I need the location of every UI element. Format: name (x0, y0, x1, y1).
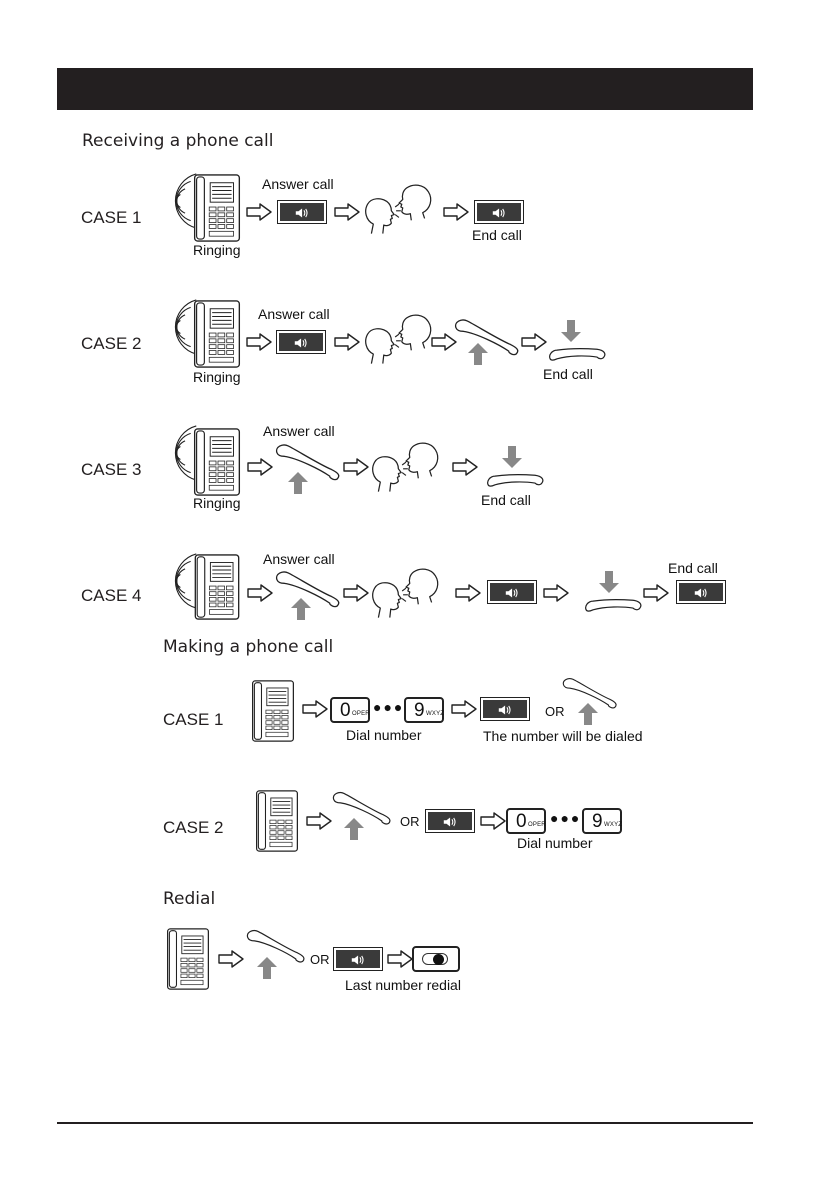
arrow-right-icon (306, 812, 332, 830)
talking-heads-icon (360, 178, 436, 236)
arrow-right-icon (443, 203, 469, 221)
arrow-right-icon (387, 950, 413, 968)
speaker-button-icon (276, 330, 326, 354)
speaker-button-icon (676, 580, 726, 604)
speaker-button-icon (480, 697, 530, 721)
up-arrow-icon (468, 343, 488, 365)
arrow-right-icon (246, 333, 272, 351)
answer-call-label: Answer call (262, 176, 334, 192)
up-arrow-icon (288, 472, 308, 494)
case-label: CASE 1 (81, 208, 142, 227)
talking-heads-icon (360, 308, 436, 366)
up-arrow-icon (257, 957, 277, 979)
phone-icon (192, 428, 242, 496)
phone-icon (252, 790, 302, 852)
arrow-right-icon (452, 458, 478, 476)
arrow-right-icon (246, 203, 272, 221)
arrow-right-icon (343, 584, 369, 602)
phone-icon (192, 174, 242, 242)
section-title-receiving: Receiving a phone call (82, 131, 274, 151)
case-label: CASE 1 (163, 710, 224, 729)
arrow-right-icon (302, 700, 328, 718)
redial-button-icon (412, 946, 460, 972)
handset-icon (544, 338, 610, 364)
speaker-button-icon (277, 200, 327, 224)
or-label: OR (545, 704, 565, 719)
end-call-label: End call (472, 227, 522, 243)
up-arrow-icon (344, 818, 364, 840)
arrow-right-icon (218, 950, 244, 968)
last-number-redial-label: Last number redial (345, 977, 461, 993)
case-label: CASE 2 (81, 334, 142, 353)
arrow-right-icon (343, 458, 369, 476)
end-call-label: End call (668, 560, 718, 576)
answer-call-label: Answer call (263, 423, 335, 439)
speaker-button-icon (425, 809, 475, 833)
section-title-redial: Redial (163, 889, 216, 909)
answer-call-label: Answer call (258, 306, 330, 322)
dial-number-label: Dial number (517, 835, 593, 851)
phone-icon (192, 300, 242, 368)
arrow-right-icon (480, 812, 506, 830)
header-bar (57, 68, 753, 110)
phone-icon (192, 554, 242, 620)
or-label: OR (400, 814, 420, 829)
arrow-right-icon (247, 584, 273, 602)
up-arrow-icon (291, 598, 311, 620)
phone-icon (248, 680, 298, 742)
arrow-right-icon (543, 584, 569, 602)
or-label: OR (310, 952, 330, 967)
speaker-button-icon (474, 200, 524, 224)
arrow-right-icon (455, 584, 481, 602)
ringing-label: Ringing (193, 495, 241, 511)
case-label: CASE 2 (163, 818, 224, 837)
speaker-button-icon (487, 580, 537, 604)
arrow-right-icon (247, 458, 273, 476)
arrow-right-icon (643, 584, 669, 602)
ringing-label: Ringing (193, 242, 241, 258)
talking-heads-icon (367, 436, 443, 494)
footer-rule (57, 1122, 753, 1124)
phone-icon (163, 928, 213, 990)
handset-icon (275, 443, 341, 481)
handset-icon (580, 589, 646, 615)
speaker-button-icon (333, 947, 383, 971)
dial-number-label: Dial number (346, 727, 422, 743)
arrow-right-icon (451, 700, 477, 718)
ellipsis-dots: ●●● (373, 699, 405, 715)
arrow-right-icon (334, 333, 360, 351)
end-call-label: End call (481, 492, 531, 508)
ringing-label: Ringing (193, 369, 241, 385)
handset-icon (482, 464, 548, 490)
arrow-right-icon (334, 203, 360, 221)
end-call-label: End call (543, 366, 593, 382)
up-arrow-icon (578, 703, 598, 725)
ellipsis-dots: ●●● (550, 810, 582, 826)
case-label: CASE 3 (81, 460, 142, 479)
talking-heads-icon (367, 562, 443, 620)
case-label: CASE 4 (81, 586, 142, 605)
section-title-making: Making a phone call (163, 637, 334, 657)
answer-call-label: Answer call (263, 551, 335, 567)
number-dialed-label: The number will be dialed (483, 728, 643, 744)
